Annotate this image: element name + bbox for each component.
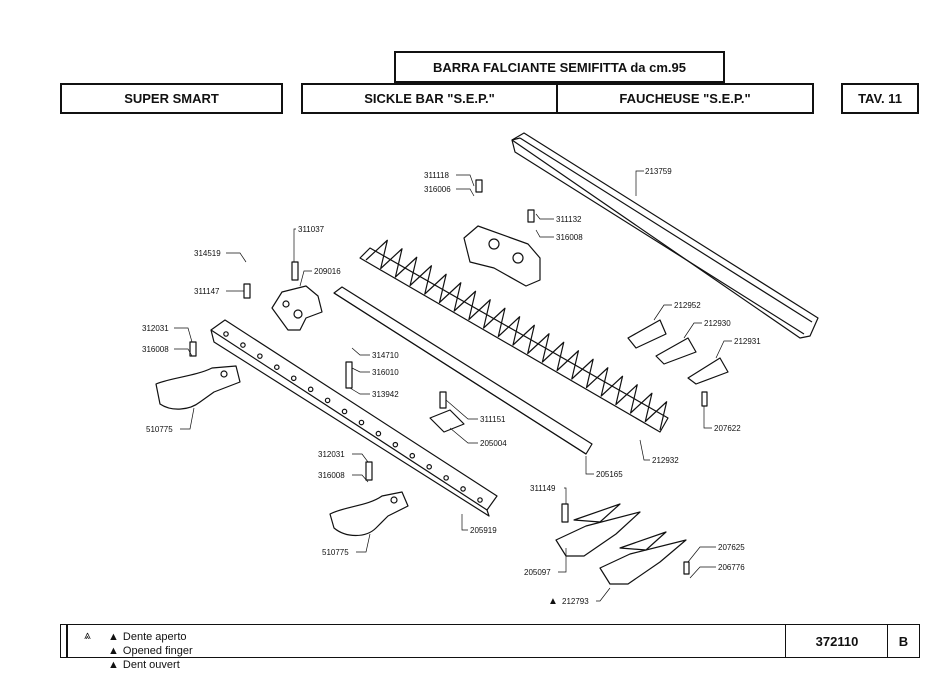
label-311149: 311149 xyxy=(530,484,556,493)
label-207622: 207622 xyxy=(714,424,741,433)
part-labels: 213759 311118 316006 311132 316008 31103… xyxy=(142,167,761,607)
shoe-left-top xyxy=(155,365,241,410)
flat-bar xyxy=(333,286,593,455)
label-312031-a: 312031 xyxy=(142,324,169,333)
label-314519: 314519 xyxy=(194,249,221,258)
label-311037: 311037 xyxy=(298,225,325,234)
bar-hole xyxy=(257,353,263,359)
triangle-marker-icon: ▲ xyxy=(548,596,558,607)
label-212931: 212931 xyxy=(734,337,761,346)
label-311151: 311151 xyxy=(480,415,506,424)
label-316010: 316010 xyxy=(372,368,399,377)
fingers-group xyxy=(555,503,687,585)
finger-bar xyxy=(210,319,498,517)
bar-hole xyxy=(324,397,331,404)
title-en: SICKLE BAR "S.E.P." xyxy=(364,91,495,106)
shoe-left-bottom xyxy=(329,491,409,537)
triangle-icon: ▲ xyxy=(108,645,119,657)
label-313942: 313942 xyxy=(372,390,399,399)
clip-205004 xyxy=(429,409,465,433)
label-316008-b: 316008 xyxy=(142,345,169,354)
label-205097: 205097 xyxy=(524,568,551,577)
bar-hole xyxy=(240,342,246,348)
label-212932: 212932 xyxy=(652,456,679,465)
bar-hole xyxy=(409,452,416,459)
legend-it: ▲Dente aperto xyxy=(108,631,187,643)
label-212930: 212930 xyxy=(704,319,731,328)
label-205004: 205004 xyxy=(480,439,507,448)
model-name: SUPER SMART xyxy=(124,91,219,106)
footer-legend: ▲Dente aperto ▲Opened finger ▲Dent ouver… xyxy=(108,630,193,672)
triangle-icon: ▲ xyxy=(108,659,119,671)
label-311132: 311132 xyxy=(556,215,582,224)
label-213759: 213759 xyxy=(645,167,672,176)
revision-letter: B xyxy=(898,633,909,649)
triangle-icon: ▲ xyxy=(108,631,119,643)
label-311147: 311147 xyxy=(194,287,220,296)
label-316006: 316006 xyxy=(424,185,451,194)
bar-hole xyxy=(307,386,314,393)
bar-hole xyxy=(392,441,399,448)
title-en-box: SICKLE BAR "S.E.P." xyxy=(301,83,558,114)
bar-hole xyxy=(477,497,483,503)
legend-en: ▲Opened finger xyxy=(108,645,193,657)
bar-hole xyxy=(460,486,466,492)
plate-box: TAV. 11 xyxy=(841,83,919,114)
leader-lines xyxy=(174,170,732,602)
label-206776: 206776 xyxy=(718,563,745,572)
knife-head-bracket xyxy=(271,285,323,331)
bolts xyxy=(189,261,708,575)
bar-hole xyxy=(358,419,365,426)
bar-hole xyxy=(273,364,280,371)
label-312031-b: 312031 xyxy=(318,450,345,459)
guide-plates xyxy=(627,319,729,385)
bar-hole xyxy=(426,463,433,470)
legend-fr: ▲Dent ouvert xyxy=(108,659,180,671)
label-510775-a: 510775 xyxy=(146,425,173,434)
knife-sickle xyxy=(359,239,669,433)
finger-symbol-icon: ⩓ xyxy=(84,628,91,642)
label-510775-b: 510775 xyxy=(322,548,349,557)
title-fr-box: FAUCHEUSE "S.E.P." xyxy=(556,83,814,114)
label-212793: 212793 xyxy=(562,597,589,606)
top-title: BARRA FALCIANTE SEMIFITTA da cm.95 xyxy=(432,59,687,75)
top-title-box: BARRA FALCIANTE SEMIFITTA da cm.95 xyxy=(394,51,725,83)
label-209016: 209016 xyxy=(314,267,341,276)
label-205919: 205919 xyxy=(470,526,497,535)
plate-number: TAV. 11 xyxy=(858,91,902,106)
label-205165: 205165 xyxy=(596,470,623,479)
bearing-block xyxy=(463,179,541,287)
title-fr: FAUCHEUSE "S.E.P." xyxy=(619,91,751,106)
bar-hole xyxy=(443,475,449,481)
label-207625: 207625 xyxy=(718,543,745,552)
bar-hole xyxy=(375,430,382,437)
doc-number: 372110 xyxy=(815,633,859,649)
model-box: SUPER SMART xyxy=(60,83,283,114)
label-212952: 212952 xyxy=(674,301,701,310)
label-316008-c: 316008 xyxy=(318,471,345,480)
cutter-bar-rail xyxy=(511,132,819,339)
bar-hole xyxy=(290,375,297,382)
label-314710: 314710 xyxy=(372,351,399,360)
bar-hole xyxy=(341,408,348,415)
footer-left-rule xyxy=(66,624,68,658)
label-311118: 311118 xyxy=(424,171,449,180)
bar-hole xyxy=(223,331,229,337)
doc-number-box: 372110 xyxy=(785,624,889,658)
label-316008-a: 316008 xyxy=(556,233,583,242)
revision-box: B xyxy=(887,624,920,658)
